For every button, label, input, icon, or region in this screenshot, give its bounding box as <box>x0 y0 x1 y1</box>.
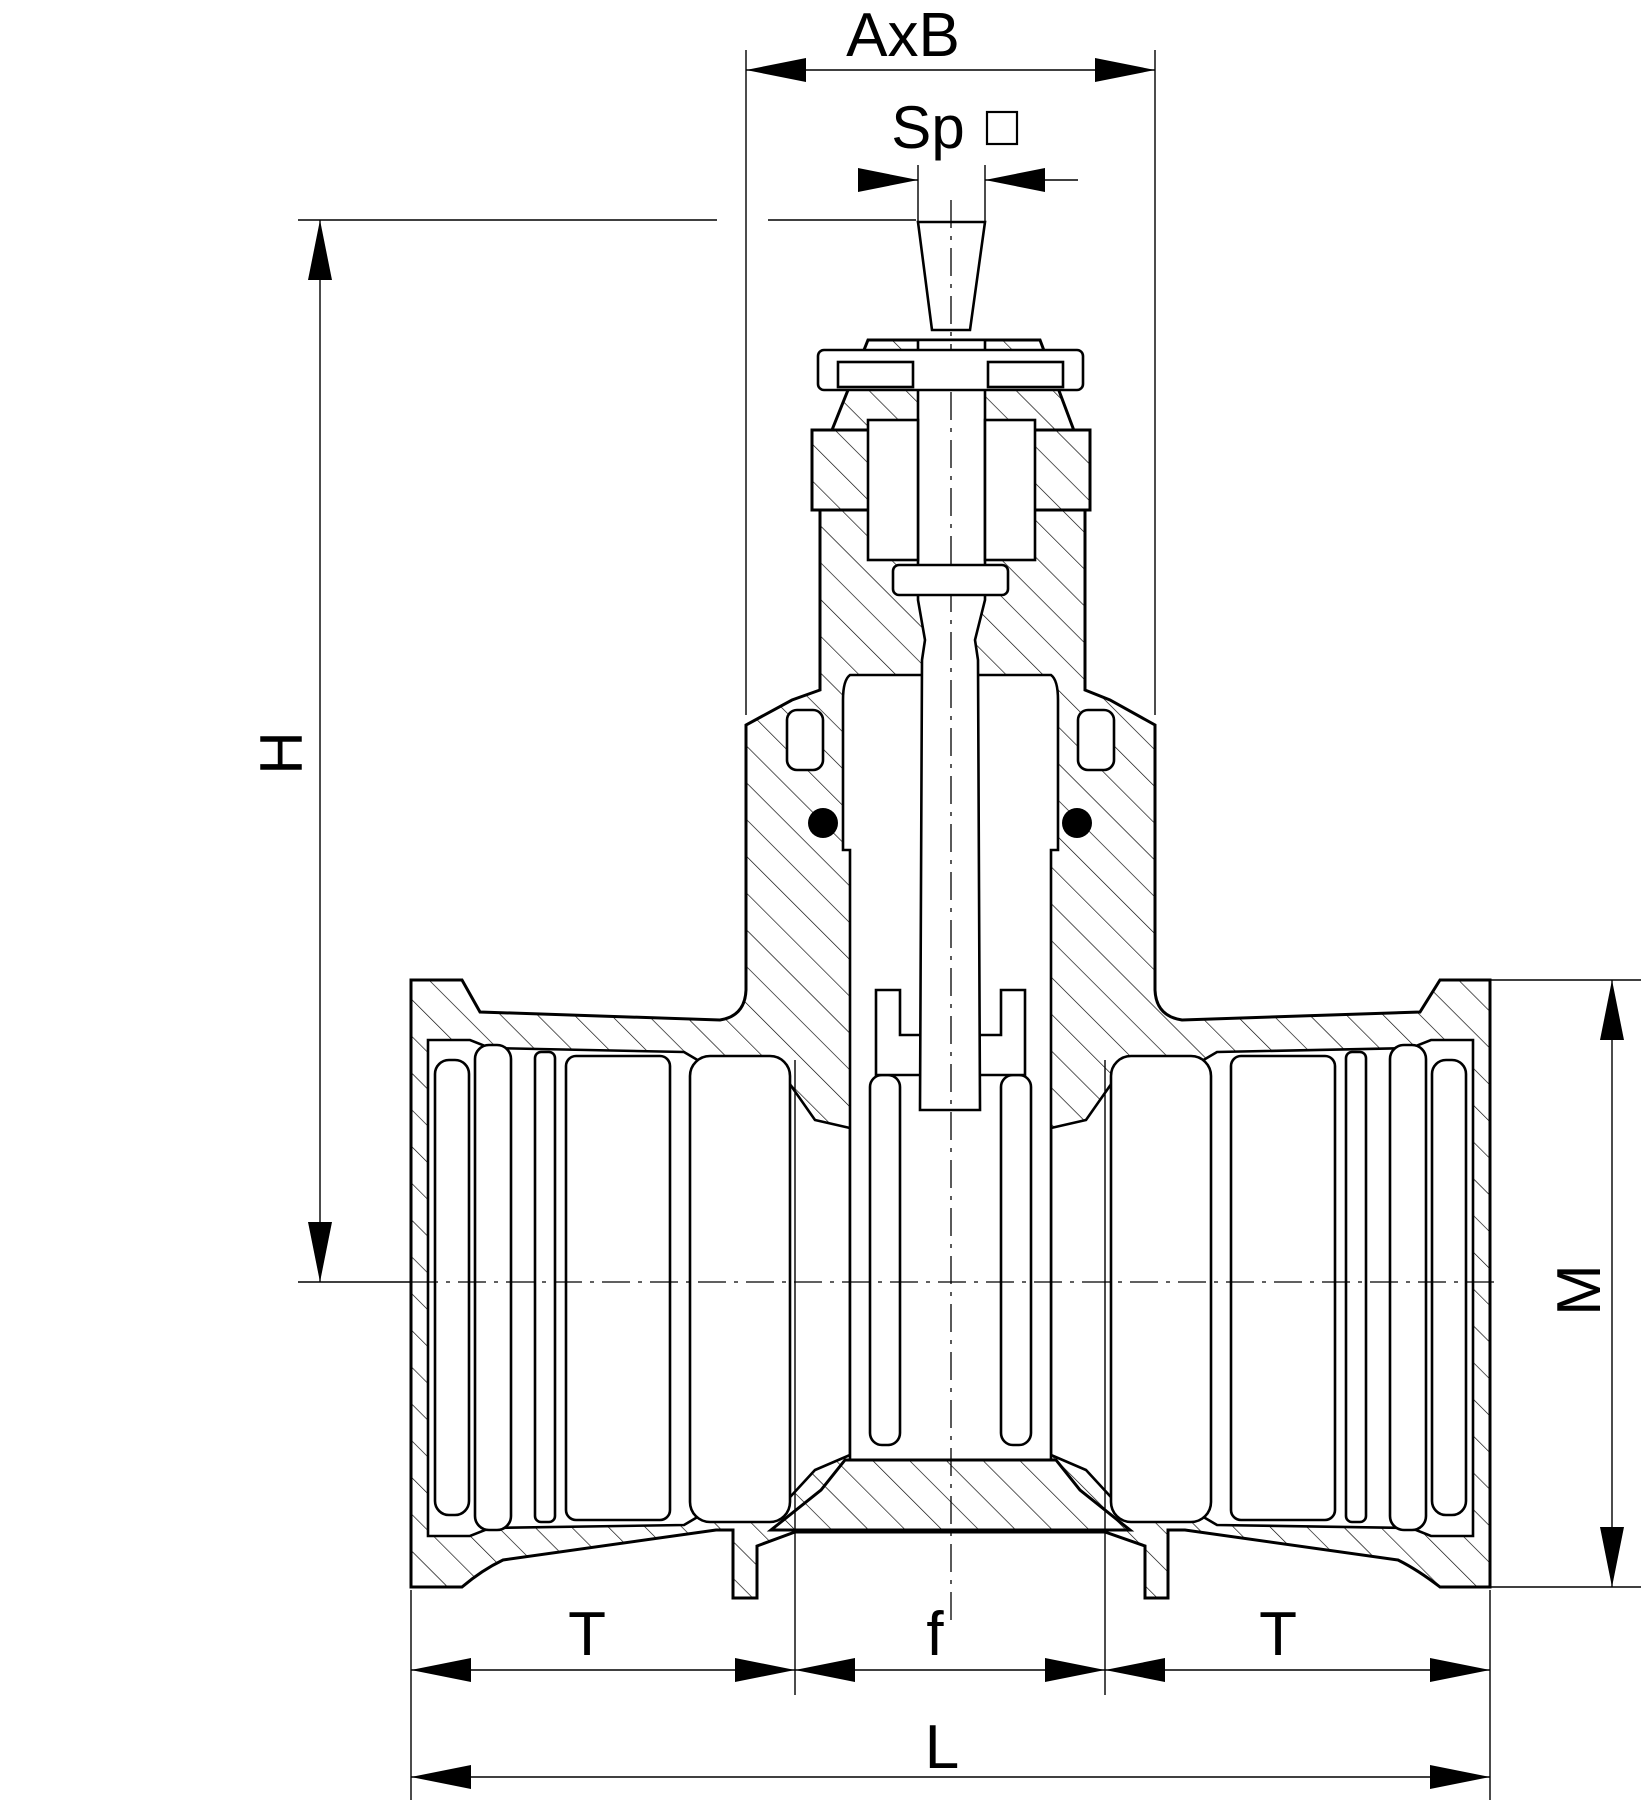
right-socket-rings <box>1109 1043 1468 1532</box>
gate-wedge <box>868 988 1033 1447</box>
bonnet-seals <box>785 708 1116 838</box>
f-label: f <box>926 1600 944 1669</box>
sp-label: Sp <box>891 94 964 161</box>
t-left-label: T <box>568 1600 606 1669</box>
dimension-bottom: T f T L <box>410 1510 1491 1800</box>
dimension-h: H <box>248 219 916 1283</box>
t-right-label: T <box>1259 1600 1297 1669</box>
left-socket-rings <box>433 1043 792 1532</box>
l-label: L <box>925 1713 959 1782</box>
axb-label: AxB <box>846 1 960 70</box>
dimension-sp: Sp <box>858 94 1078 225</box>
dimension-m: M <box>1490 979 1641 1588</box>
dimension-axb: AxB <box>745 1 1156 715</box>
valve-body <box>409 200 1500 1620</box>
square-symbol-icon <box>985 110 1019 146</box>
h-label: H <box>248 731 315 774</box>
m-label: M <box>1545 1264 1614 1316</box>
gland-assembly <box>810 348 1092 597</box>
bottom-bridge <box>766 1458 1135 1532</box>
